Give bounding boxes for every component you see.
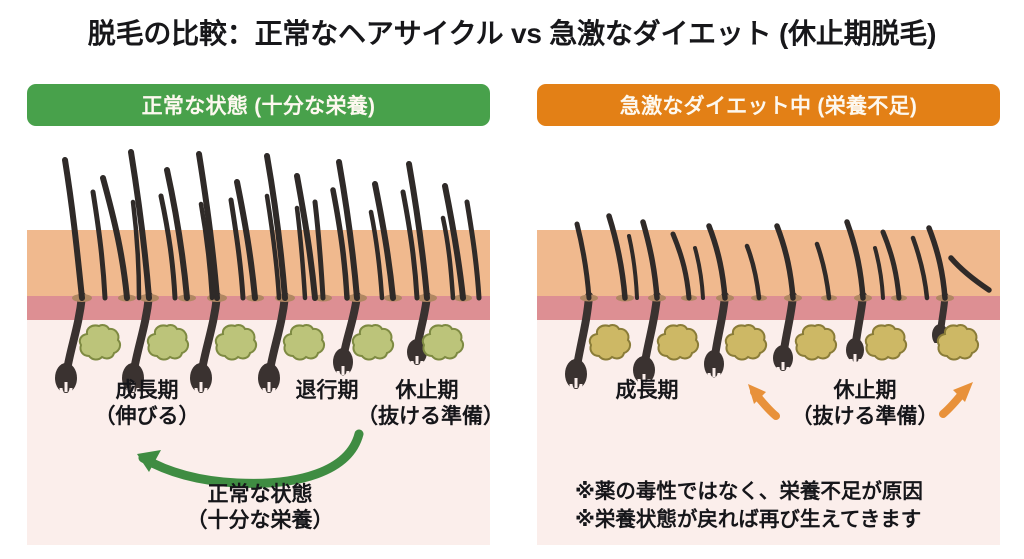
label-anagen-right: 成長期 [615,379,679,402]
label-telogen-right: 休止期 （抜ける準備） [791,379,939,428]
panel-diet-scalp: 成長期 休止期 （抜ける準備） ※薬の毒性ではなく、栄養不足が原因 ※栄養状態が… [537,213,1000,545]
banner-normal: 正常な状態 (十分な栄養) [27,84,490,126]
note-line-2: ※栄養状態が戻れば再び生えてきます [575,508,922,531]
banner-diet-label: 急激なダイエット中 (栄養不足) [619,95,918,118]
label-telogen-left: 休止期 （抜ける準備） [357,379,504,428]
page-title: 脱毛の比較：正常なヘアサイクル vs 急激なダイエット (休止期脱毛) [87,18,937,49]
banner-normal-label: 正常な状態 (十分な栄養) [141,95,376,118]
epidermis-layer-diet [537,230,1000,296]
label-anagen-left: 成長期 （伸びる） [94,379,200,428]
label-catagen-left: 退行期 [295,379,359,402]
dermis-layer-diet [537,296,1000,320]
banner-diet: 急激なダイエット中 (栄養不足) [537,84,1000,126]
panel-normal-scalp: 成長期 （伸びる） 退行期 休止期 （抜ける準備） 正常な状態 （十分な栄養） [27,149,504,545]
epidermis-layer [27,230,490,296]
note-line-1: ※薬の毒性ではなく、栄養不足が原因 [575,480,923,503]
caption-normal-cycle: 正常な状態 （十分な栄養） [186,483,334,532]
dermis-layer [27,296,490,320]
